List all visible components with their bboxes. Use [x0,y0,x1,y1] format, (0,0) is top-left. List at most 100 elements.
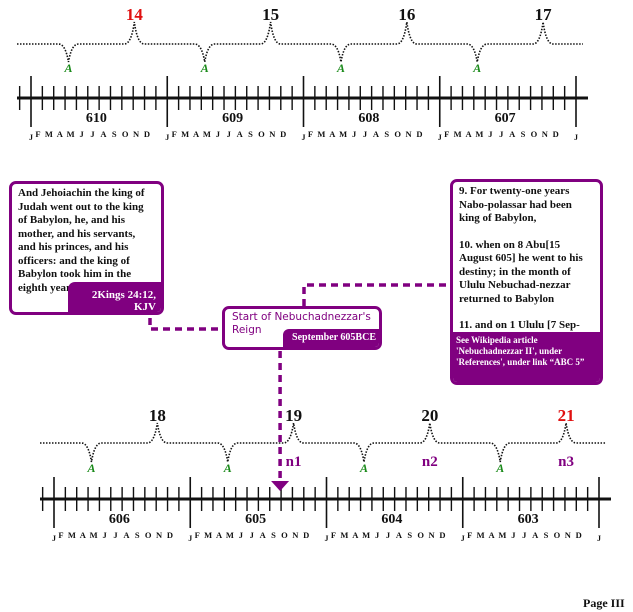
year-label: 608 [358,111,379,126]
month-label: N [406,129,413,139]
year-label: 606 [109,512,130,527]
month-label: J [216,129,221,139]
month-label: O [554,530,561,540]
month-label: N [542,129,549,139]
source-note: See Wikipedia article 'Nebuchadnezzar II… [453,332,600,382]
month-label: F [331,530,336,540]
month-label: A [373,129,380,139]
month-label: S [112,129,117,139]
month-label: D [303,530,309,540]
reign-year-number: 19 [285,406,302,425]
note-label: n1 [286,454,302,470]
month-label: A [488,530,495,540]
month-label: J [188,534,192,543]
accession-marker: A [472,61,481,75]
month-label: J [79,129,84,139]
month-label: A [352,530,359,540]
month-label: J [239,530,244,540]
month-label: N [565,530,572,540]
note-label: n3 [558,454,574,470]
pointer-arrow-icon [271,481,290,491]
reign-start-date: September 605BCE [283,329,379,347]
year-label: 609 [222,111,243,126]
chronicle-quote-box: 9. For twenty-one years Nabo-polassar ha… [450,179,603,385]
accession-marker: A [223,461,232,475]
month-label: O [258,129,265,139]
month-label: J [90,129,95,139]
accession-marker: A [63,61,72,75]
month-label: J [165,133,169,142]
month-label: F [308,129,313,139]
accession-marker: A [200,61,209,75]
year-label: 603 [518,512,539,527]
reign-year-number: 16 [398,5,415,24]
month-label: D [439,530,445,540]
month-label: M [454,129,462,139]
month-label: S [135,530,140,540]
month-label: A [57,129,64,139]
month-label: M [204,530,212,540]
month-label: F [195,530,200,540]
month-label: S [544,530,549,540]
month-label: J [597,534,601,543]
month-label: J [511,530,516,540]
month-label: J [113,530,118,540]
reign-year-number: 17 [535,5,553,24]
month-label: S [407,530,412,540]
month-label: O [417,530,424,540]
reign-start-box: Start of Nebuchadnezzar's Reign Septembe… [222,306,382,350]
month-label: D [144,129,150,139]
year-label: 607 [495,111,516,126]
month-label: J [438,133,442,142]
month-label: N [133,129,140,139]
year-label: 604 [381,512,402,527]
connectors [148,283,450,491]
scripture-quote-box: And Jehoiachin the king of Judah went ou… [9,181,164,315]
month-label: J [352,129,357,139]
month-label: N [269,129,276,139]
month-label: D [576,530,582,540]
month-label: M [475,129,483,139]
month-label: M [67,129,75,139]
month-label: J [461,534,465,543]
month-label: F [172,129,177,139]
month-label: A [396,530,403,540]
scripture-citation: 2Kings 24:12, KJV [68,282,161,312]
month-label: A [329,129,336,139]
month-label: J [499,129,504,139]
month-label: A [80,530,87,540]
month-label: J [325,534,329,543]
month-label: J [102,530,107,540]
month-label: J [227,129,232,139]
month-label: N [292,530,299,540]
month-label: A [465,129,472,139]
month-label: M [90,530,98,540]
month-label: D [167,530,173,540]
month-label: O [394,129,401,139]
month-label: A [193,129,200,139]
month-label: M [181,129,189,139]
reign-year-number: 18 [149,406,166,425]
month-label: M [340,530,348,540]
month-label: D [280,129,286,139]
month-label: J [363,129,368,139]
scripture-quote-text: And Jehoiachin the king of Judah went ou… [18,187,145,294]
reign-year-number: 21 [558,406,575,425]
month-label: S [271,530,276,540]
month-label: S [384,129,389,139]
month-label: J [522,530,527,540]
month-label: J [488,129,493,139]
month-label: N [156,530,163,540]
month-label: A [216,530,223,540]
month-label: N [429,530,436,540]
month-label: M [226,530,234,540]
reign-year-brace [40,422,606,463]
connector-left-box [148,318,222,331]
month-label: J [574,133,578,142]
month-label: M [45,129,53,139]
month-label: F [35,129,40,139]
month-label: S [521,129,526,139]
month-label: M [339,129,347,139]
note-label: n2 [422,454,438,470]
